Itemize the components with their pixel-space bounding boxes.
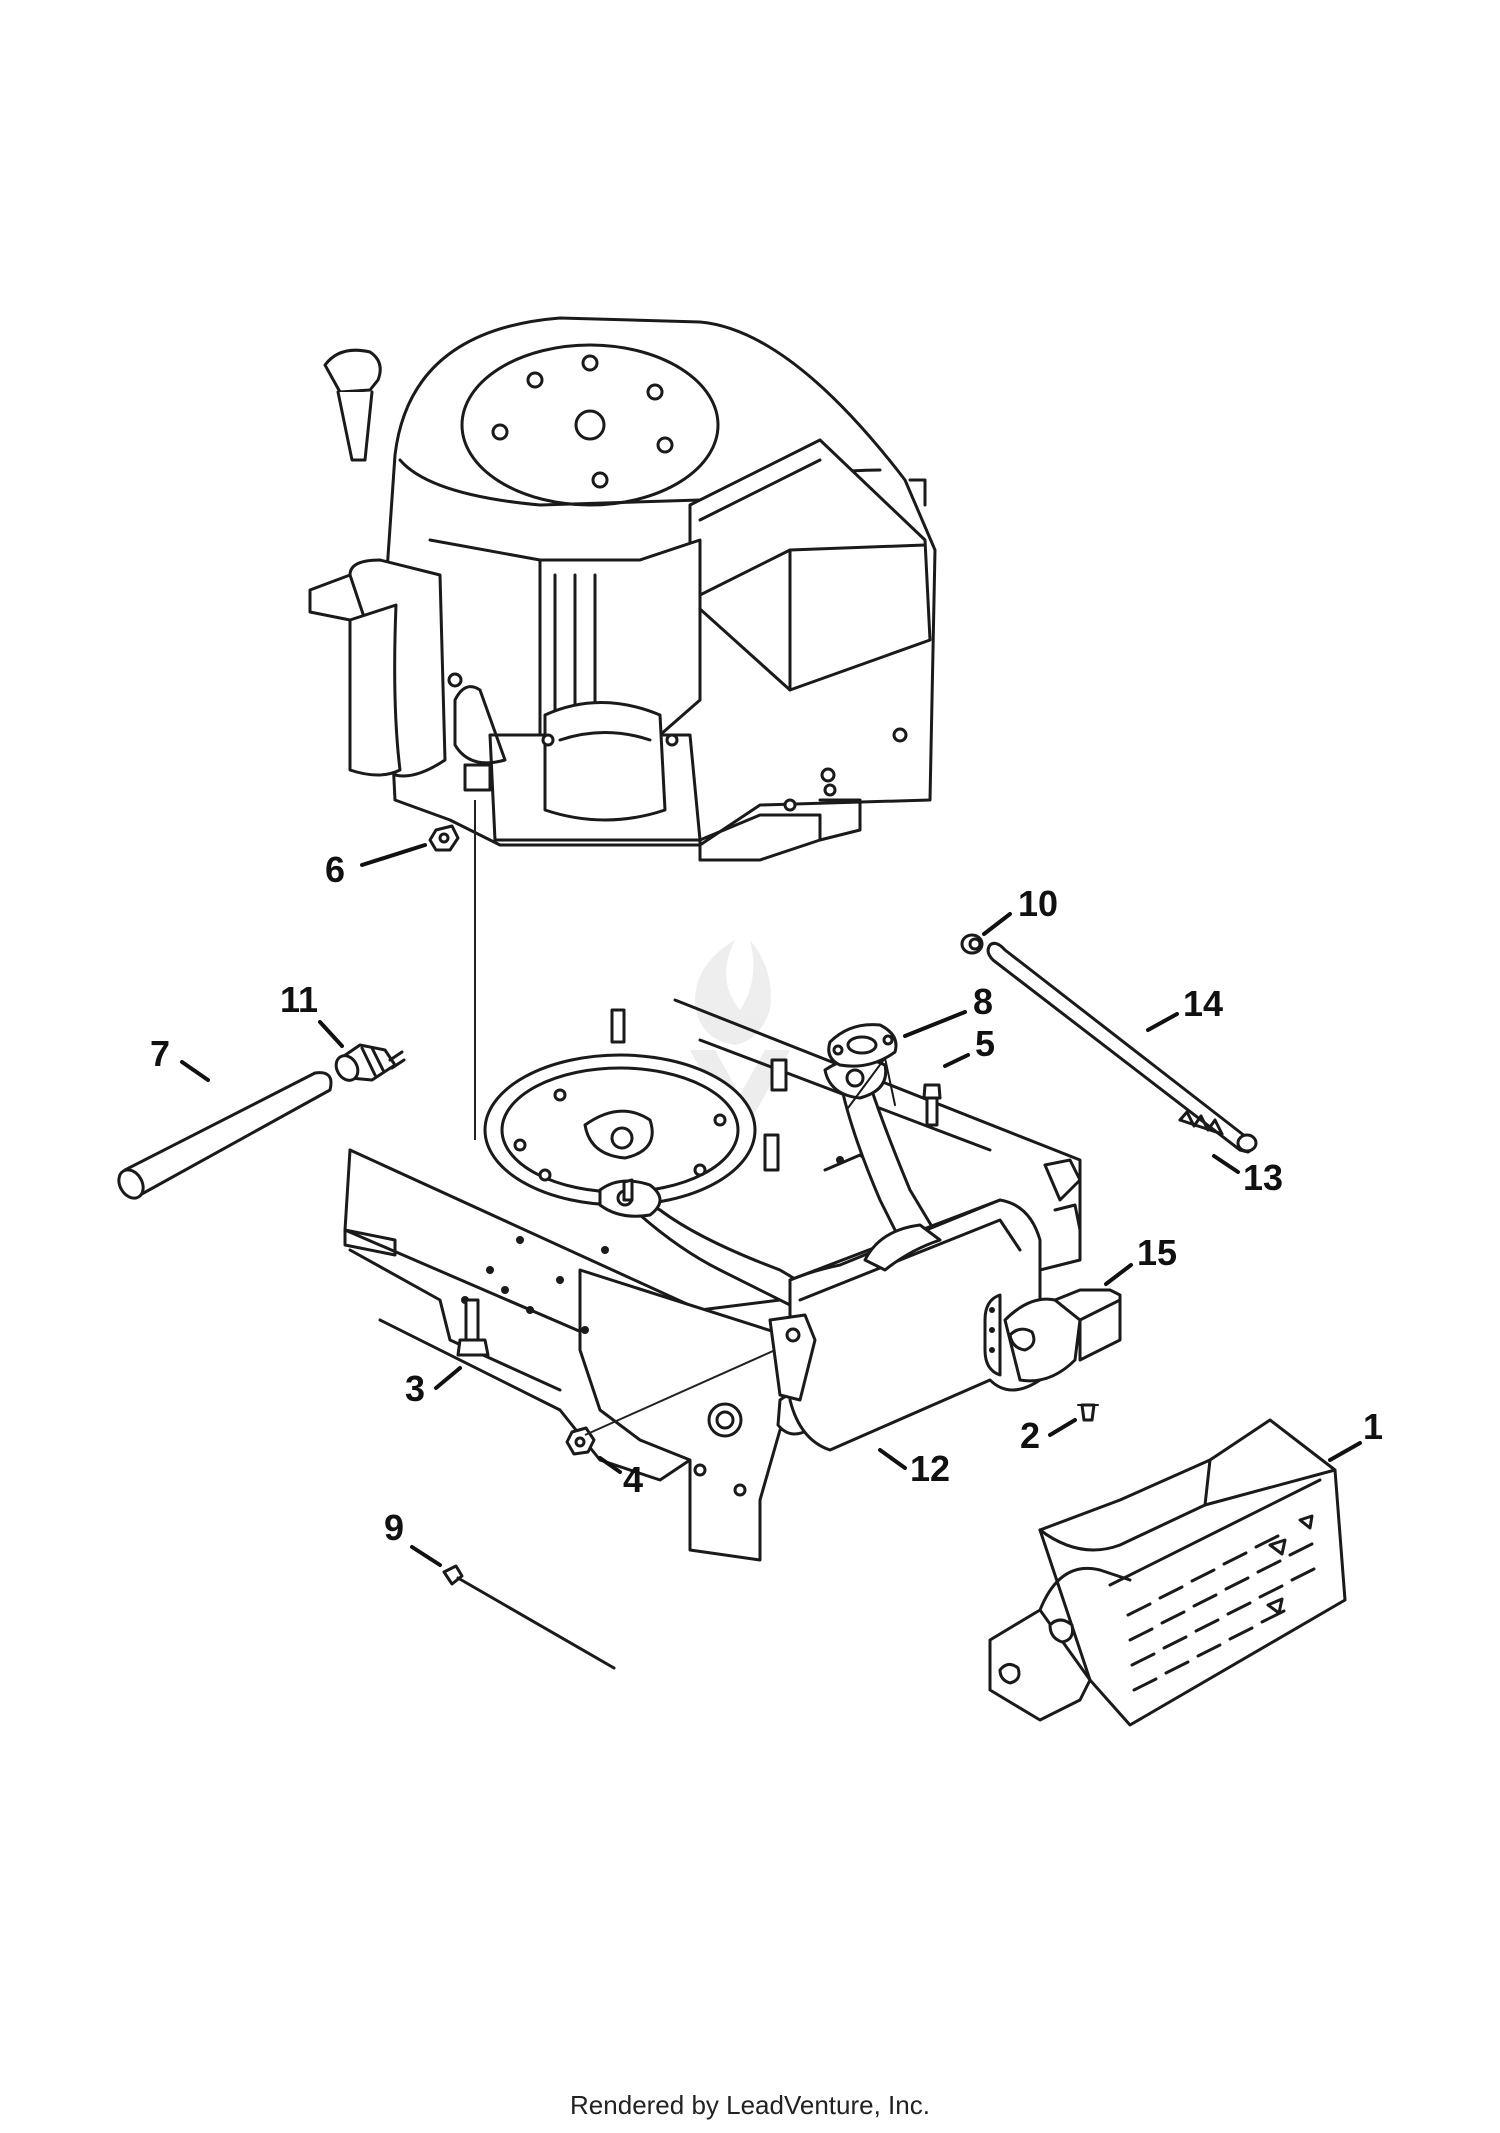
part-5-bolt [922,1083,942,1127]
svg-text:8: 8 [973,981,993,1022]
part-10-cap [960,933,984,955]
callout-3: 3 [405,1366,462,1409]
part-15-spark-arrestor [1003,1288,1122,1383]
svg-text:11: 11 [280,979,318,1020]
svg-text:15: 15 [1137,1232,1177,1273]
callout-5: 5 [943,1023,995,1068]
part-2-screw [1077,1403,1099,1422]
svg-text:2: 2 [1020,1415,1040,1456]
svg-text:14: 14 [1183,983,1223,1024]
callout-8: 8 [903,981,993,1038]
callout-10: 10 [982,883,1058,936]
svg-text:12: 12 [910,1448,950,1489]
svg-text:10: 10 [1018,883,1058,924]
callout-11: 11 [280,979,344,1048]
part-14-tube [986,941,1258,1154]
callout-12: 12 [878,1448,950,1489]
svg-text:6: 6 [325,849,345,890]
callout-13: 13 [1212,1154,1283,1198]
svg-text:9: 9 [384,1507,404,1548]
callout-2: 2 [1020,1415,1077,1456]
part-1-heat-shield [988,1418,1347,1727]
part-6-nut [428,824,460,852]
part-12-muffler [598,1057,1042,1452]
footer-credit: Rendered by LeadVenture, Inc. [570,2090,930,2120]
callout-6: 6 [325,843,427,890]
part-9-cable-tie [442,1564,616,1670]
svg-text:5: 5 [975,1023,995,1064]
part-8-gasket [827,1023,898,1109]
part-7-hose [117,1071,333,1200]
heat-shield-vent-slots [1126,1514,1316,1692]
engine-assembly [308,316,937,1140]
callout-7: 7 [150,1033,210,1082]
part-13-spring [1178,1110,1224,1136]
part-3-bolt [456,1298,490,1357]
part-11-fitting [334,1043,406,1082]
svg-text:3: 3 [405,1368,425,1409]
svg-text:7: 7 [150,1033,170,1074]
callout-14: 14 [1146,983,1223,1032]
callout-15: 15 [1104,1232,1177,1286]
svg-text:4: 4 [623,1459,643,1500]
callout-1: 1 [1328,1406,1383,1462]
callout-9: 9 [384,1507,442,1567]
svg-text:13: 13 [1243,1157,1283,1198]
callout-4: 4 [598,1456,643,1500]
svg-text:1: 1 [1363,1406,1383,1447]
